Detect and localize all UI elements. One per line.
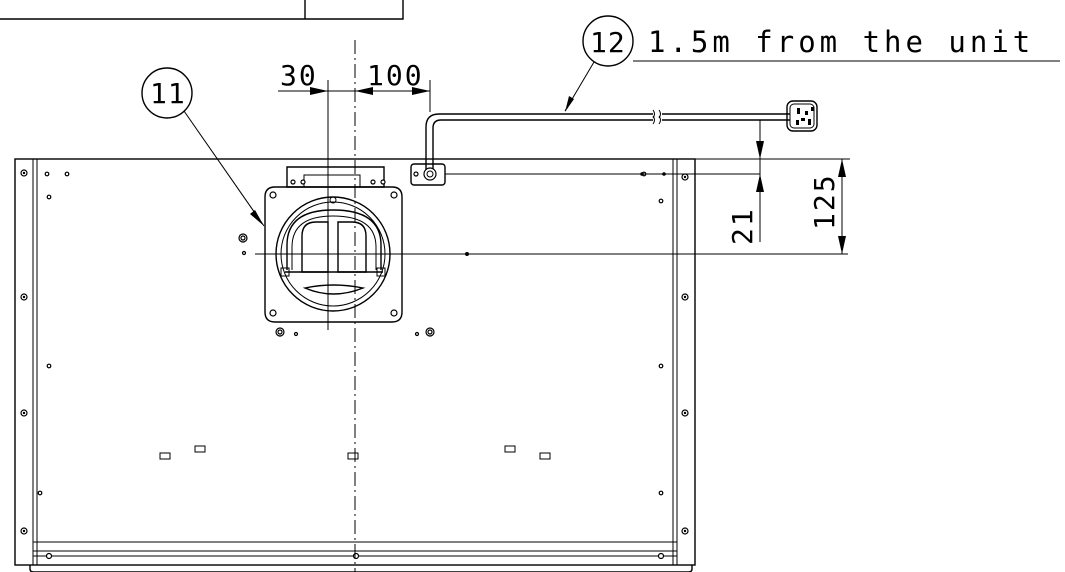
dimension-offset-right: 100 bbox=[367, 59, 424, 92]
center-lines bbox=[255, 40, 848, 572]
title-block-fragment bbox=[0, 0, 404, 20]
unit-body bbox=[14, 158, 696, 572]
panel-slots bbox=[159, 445, 551, 460]
duct-outlet-assembly bbox=[264, 166, 403, 323]
callout-11: 11 bbox=[141, 67, 265, 227]
dimension-height-small: 21 bbox=[726, 207, 759, 245]
dimension-height-large: 125 bbox=[808, 173, 841, 230]
dimension-labels: 30 100 21 125 bbox=[280, 59, 841, 245]
callout-12: 12 1.5m from the unit bbox=[564, 15, 1060, 112]
dimension-offset-left: 30 bbox=[280, 59, 318, 92]
callout-11-number: 11 bbox=[150, 77, 186, 110]
callout-12-note: 1.5m from the unit bbox=[648, 25, 1034, 59]
power-cord bbox=[410, 100, 818, 186]
panel-holes bbox=[37, 171, 664, 496]
plug-icon bbox=[786, 100, 818, 132]
dimension-lines bbox=[278, 80, 850, 254]
frame-screws bbox=[20, 169, 689, 560]
callout-12-number: 12 bbox=[590, 26, 626, 59]
